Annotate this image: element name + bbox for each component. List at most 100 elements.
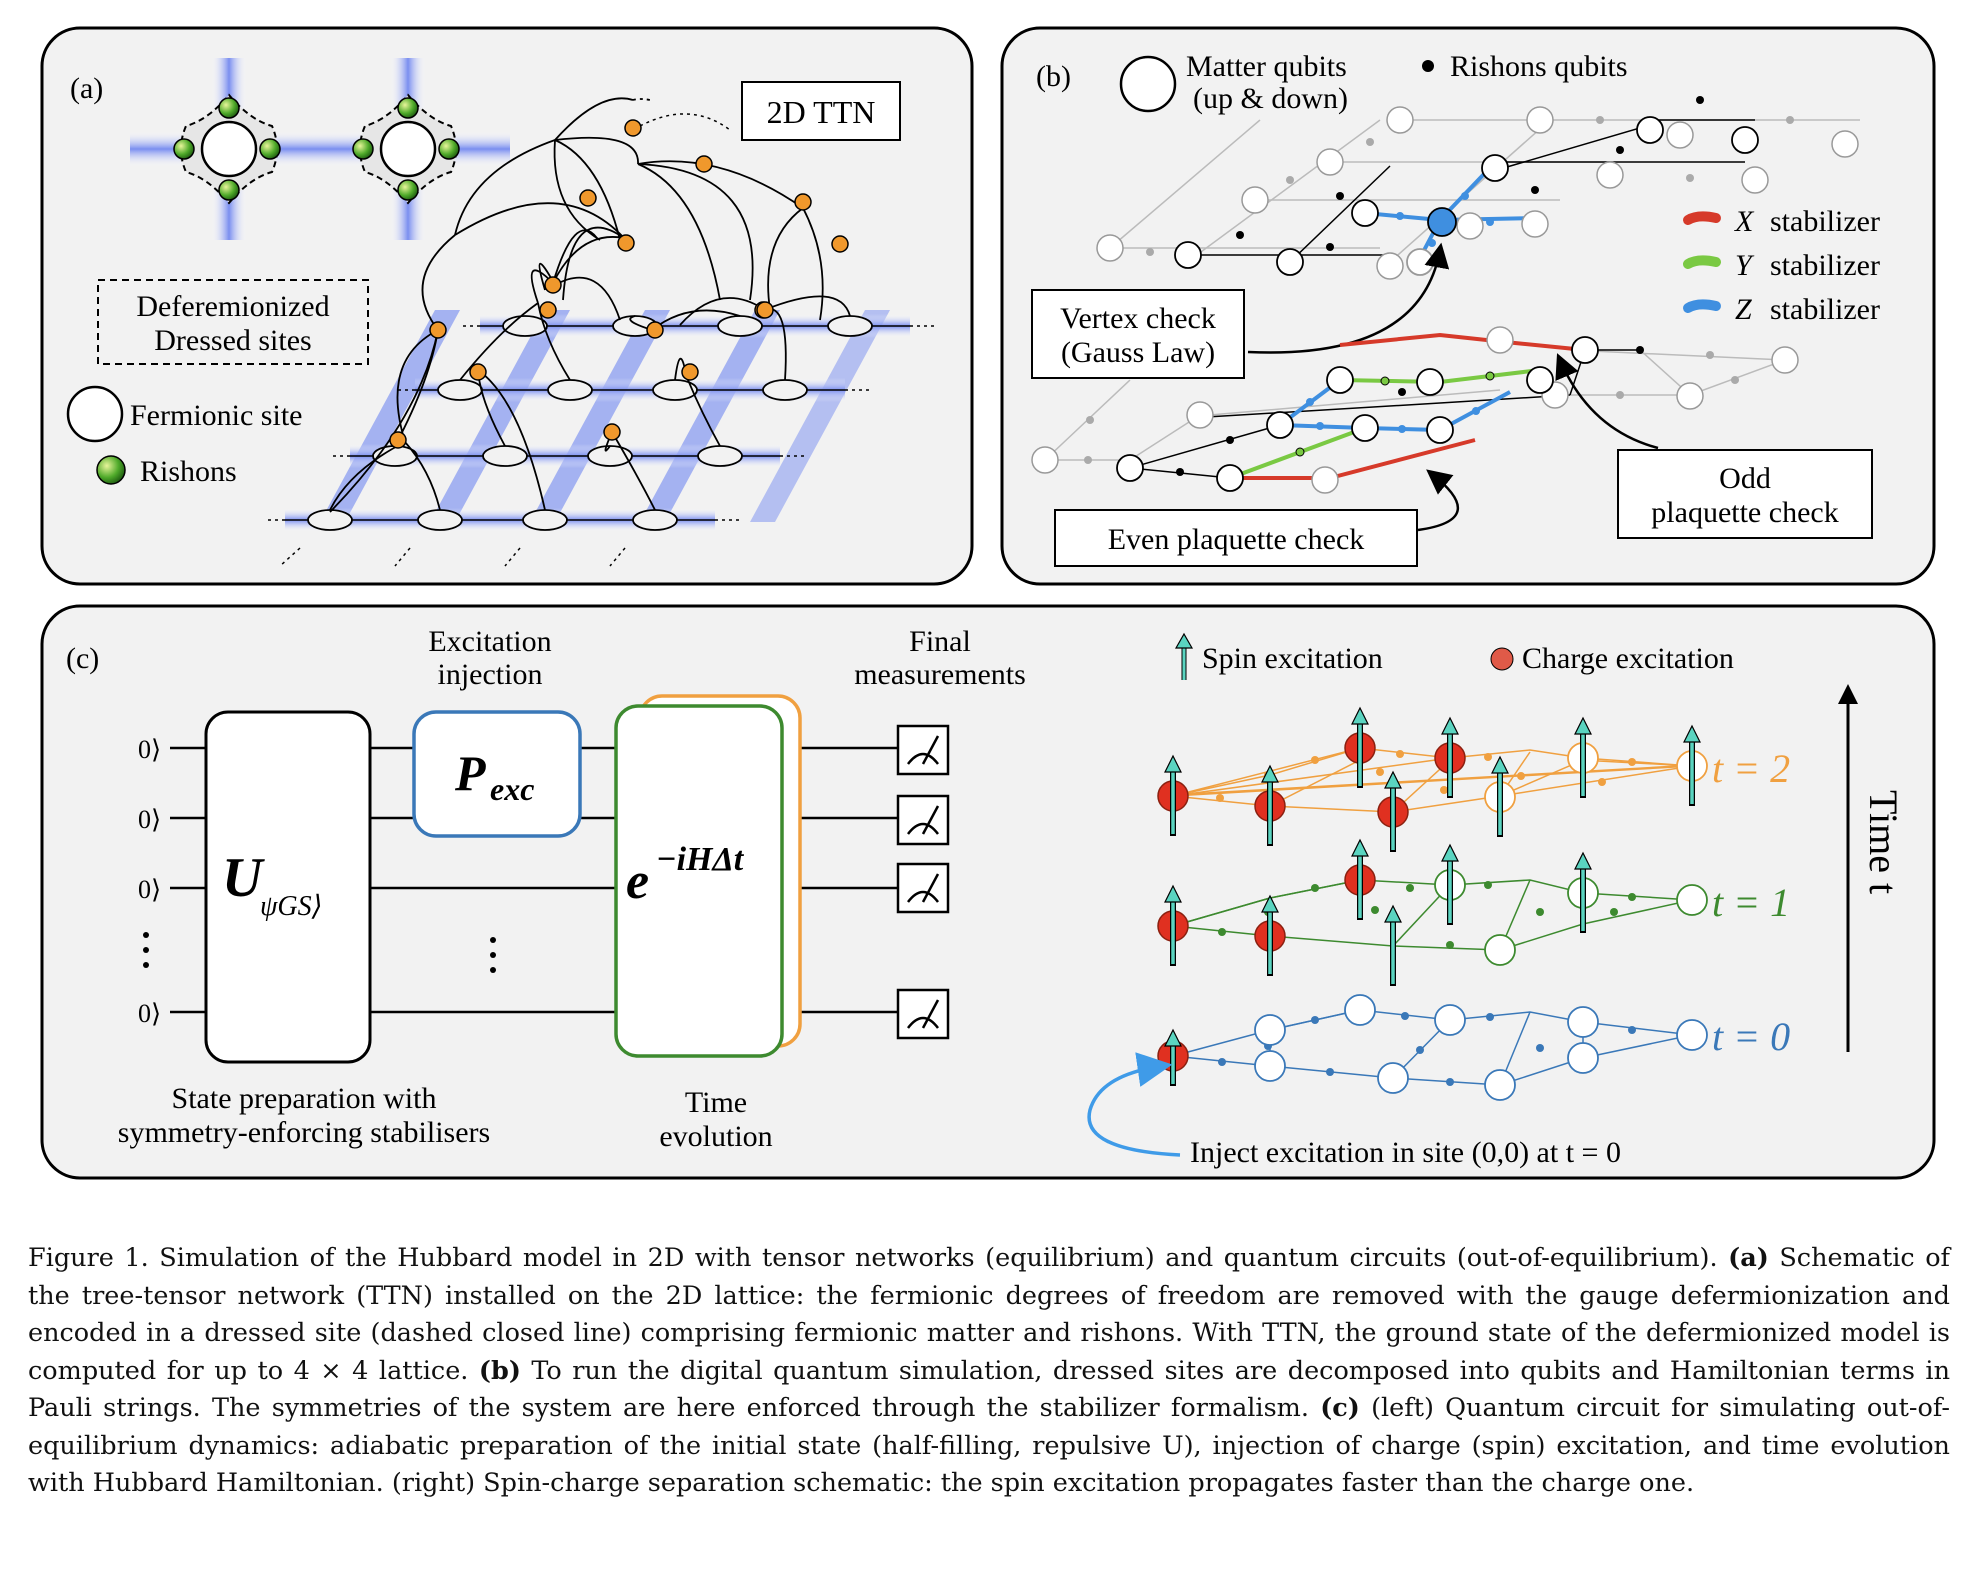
panel-c-label: (c) <box>66 642 99 675</box>
odd-plaquette-box <box>1617 449 1873 539</box>
p-gate-subscript: exc <box>490 771 534 807</box>
ket-1: 0⟩ <box>138 805 161 834</box>
fermionic-site-legend-icon <box>66 385 124 443</box>
final-meas-line1: Final <box>909 625 971 658</box>
caption-b-tag: (b) <box>478 1355 521 1386</box>
matter-label-line1: Matter qubits <box>1186 50 1347 83</box>
fermionic-site-icon <box>200 120 258 178</box>
panel-b: (b) Matter qubits (up & down) Rishons qu… <box>1000 26 1936 586</box>
final-meas-line2: measurements <box>854 658 1026 691</box>
panel-a: (a) Deferemionized Dressed sites Fermion… <box>40 26 974 586</box>
rishon-icon <box>218 179 240 201</box>
prep-label-line1: State preparation with <box>172 1082 437 1115</box>
odd-plaquette-line2: plaquette check <box>1651 496 1838 529</box>
caption-b-text: To run the digital quantum simulation, d… <box>28 1355 1951 1424</box>
evolution-exponent: −iHΔt <box>656 841 745 878</box>
inject-arrow <box>1087 1052 1181 1157</box>
y-stabilizer-symbol: Y <box>1735 249 1755 282</box>
spin-legend-label: Spin excitation <box>1202 642 1383 675</box>
caption-a-tag: (a) <box>1728 1243 1769 1273</box>
vertex-site-icon <box>1427 207 1457 237</box>
odd-plaquette-arrow <box>1555 353 1659 450</box>
evolution-base: e <box>626 853 649 910</box>
panel-b-label: (b) <box>1036 60 1071 93</box>
x-stabilizer-symbol: X <box>1734 205 1755 238</box>
t2-label: t = 2 <box>1712 746 1790 791</box>
caption-c-tag: (c) <box>1320 1393 1360 1423</box>
z-stabilizer-swatch <box>1683 299 1721 313</box>
rishon-icon <box>397 97 419 119</box>
vertex-lattice <box>1096 96 1860 280</box>
even-plaquette-label: Even plaquette check <box>1108 523 1365 556</box>
plaquette-lattice <box>1031 326 1799 494</box>
deferm-label-line2: Dressed sites <box>154 324 311 357</box>
charge-legend-label: Charge excitation <box>1522 642 1734 675</box>
vertex-check-arrow <box>1247 242 1450 354</box>
vertex-check-box <box>1031 289 1245 379</box>
rishon-icon <box>438 138 460 160</box>
deferm-legend-box <box>97 279 369 365</box>
ttn-tree <box>329 97 851 513</box>
panel-a-label: (a) <box>70 72 103 105</box>
z-stabilizer-symbol: Z <box>1735 293 1752 326</box>
fermionic-site-icon <box>379 120 437 178</box>
ttn-title: 2D TTN <box>767 94 876 130</box>
ket-2: 0⟩ <box>138 875 161 904</box>
fermionic-site-label: Fermionic site <box>130 399 302 432</box>
excitation-label-line1: Excitation <box>428 625 551 658</box>
measurement-icons <box>896 724 950 1040</box>
matter-qubit-legend-icon <box>1119 55 1177 113</box>
rishon-icon <box>352 138 374 160</box>
time-evo-label-line2: evolution <box>659 1120 772 1153</box>
vertical-ellipsis-icon <box>143 932 149 968</box>
rishon-icon <box>173 138 195 160</box>
z-stabilizer-label: stabilizer <box>1770 293 1880 326</box>
ground-state-gate <box>204 710 372 1064</box>
rishon-qubits-label: Rishons qubits <box>1450 50 1628 83</box>
x-stabilizer-swatch <box>1683 211 1721 225</box>
rishon-legend-icon <box>96 455 126 485</box>
matter-label-line2: (up & down) <box>1193 82 1348 115</box>
u-gate-symbol: U <box>222 847 265 909</box>
t1-label: t = 1 <box>1712 880 1790 925</box>
y-stabilizer-label: stabilizer <box>1770 249 1880 282</box>
dressed-sites-illustration <box>130 58 510 240</box>
inject-label: Inject excitation in site (0,0) at t = 0 <box>1190 1136 1621 1169</box>
time-evo-label-line1: Time <box>685 1086 747 1119</box>
ket-3: 0⟩ <box>138 999 161 1028</box>
figure-canvas: (a) Deferemionized Dressed sites Fermion… <box>40 26 1936 1180</box>
y-stabilizer-swatch <box>1683 255 1721 269</box>
ttn-tree-nodes <box>389 119 849 449</box>
vertex-check-line1: Vertex check <box>1060 302 1216 335</box>
x-stabilizer-label: stabilizer <box>1770 205 1880 238</box>
figure-caption: Figure 1. Simulation of the Hubbard mode… <box>28 1240 1950 1503</box>
spin-excitation-legend-icon <box>1174 632 1194 680</box>
p-gate-symbol: P <box>454 745 486 801</box>
u-gate-subscript: ψGS⟩ <box>260 891 323 922</box>
deferm-label-line1: Deferemionized <box>136 290 329 323</box>
caption-c-text: (left) Quantum circuit for simulating ou… <box>28 1393 1950 1498</box>
rishons-label: Rishons <box>140 455 237 488</box>
ttn-title-box <box>741 81 901 141</box>
rishon-icon <box>218 97 240 119</box>
time-axis-label: Time t <box>1861 790 1906 894</box>
rishon-icon <box>397 179 419 201</box>
even-plaquette-box <box>1054 509 1418 567</box>
rishon-icon <box>259 138 281 160</box>
caption-a-text: Schematic of the tree-tensor network (TT… <box>28 1243 1950 1386</box>
excitation-label-line2: injection <box>438 658 543 691</box>
ket-0: 0⟩ <box>138 735 161 764</box>
time-evolution-gate <box>614 704 784 1058</box>
vertex-check-line2: (Gauss Law) <box>1061 336 1215 369</box>
t0-label: t = 0 <box>1712 1014 1790 1059</box>
ttn-lattice <box>268 310 935 567</box>
charge-excitation-legend-icon <box>1490 647 1514 671</box>
time-axis-arrowhead <box>1838 684 1858 704</box>
even-plaquette-arrow <box>1417 469 1460 532</box>
caption-intro: Figure 1. Simulation of the Hubbard mode… <box>28 1243 1718 1273</box>
panel-c: (c) Excitation injection Final measureme… <box>40 604 1936 1180</box>
t1-rishons <box>1218 881 1636 949</box>
excitation-gate <box>412 710 582 838</box>
rishon-qubit-legend-icon <box>1422 60 1434 72</box>
odd-plaquette-line1: Odd <box>1719 462 1771 495</box>
